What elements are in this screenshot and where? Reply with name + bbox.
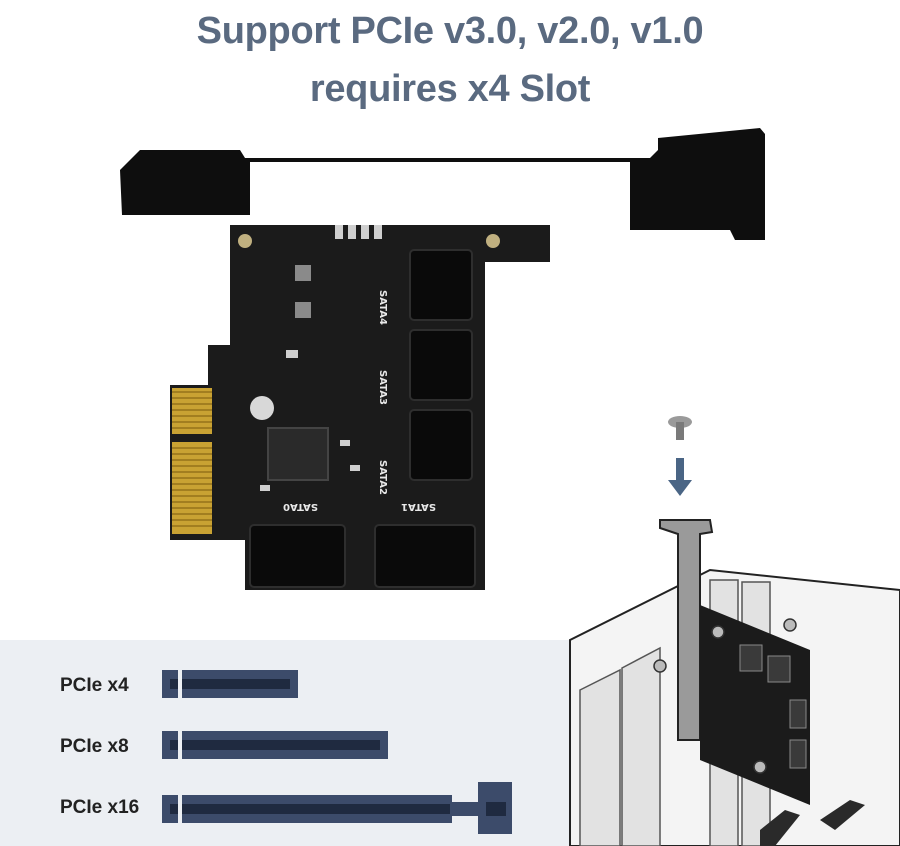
screw-icon [668, 416, 692, 440]
sata-connector [409, 249, 473, 321]
silkscreen-sata2: SATA2 [377, 460, 388, 495]
sata-connector [409, 409, 473, 481]
silkscreen-sata1: SATA1 [401, 501, 436, 512]
pcb-board [170, 225, 550, 590]
slot-x16-diagram [162, 782, 512, 834]
slot-label-x16: PCIe x16 [60, 797, 140, 818]
silkscreen-sata3: SATA3 [377, 370, 388, 405]
slot-x8-diagram [162, 731, 388, 759]
sata-connector [249, 524, 346, 588]
sata-connector [409, 329, 473, 401]
mounting-hole [486, 234, 500, 248]
silkscreen-sata0: SATA0 [283, 501, 318, 512]
silkscreen-sata4: SATA4 [377, 290, 388, 325]
headline: Support PCIe v3.0, v2.0, v1.0 requires x… [0, 2, 900, 118]
installation-illustration [569, 416, 900, 846]
slot-label-x8: PCIe x8 [60, 736, 129, 757]
gold-fingers-upper [172, 388, 212, 434]
pcie-card-image: SATA0 SATA1 SATA2 SATA3 SATA4 [120, 128, 765, 590]
mounting-bracket [120, 128, 765, 240]
down-arrow-icon [668, 458, 692, 496]
slot-label-x4: PCIe x4 [60, 675, 129, 696]
capacitor [250, 396, 274, 420]
headline-line-1: Support PCIe v3.0, v2.0, v1.0 [196, 10, 704, 52]
mounting-hole [238, 234, 252, 248]
sata-connector [374, 524, 476, 588]
controller-chip [267, 427, 329, 481]
slot-x4-diagram [162, 670, 298, 698]
gold-fingers-lower [172, 442, 212, 534]
install-card [700, 605, 810, 805]
headline-line-2: requires x4 Slot [309, 68, 591, 110]
